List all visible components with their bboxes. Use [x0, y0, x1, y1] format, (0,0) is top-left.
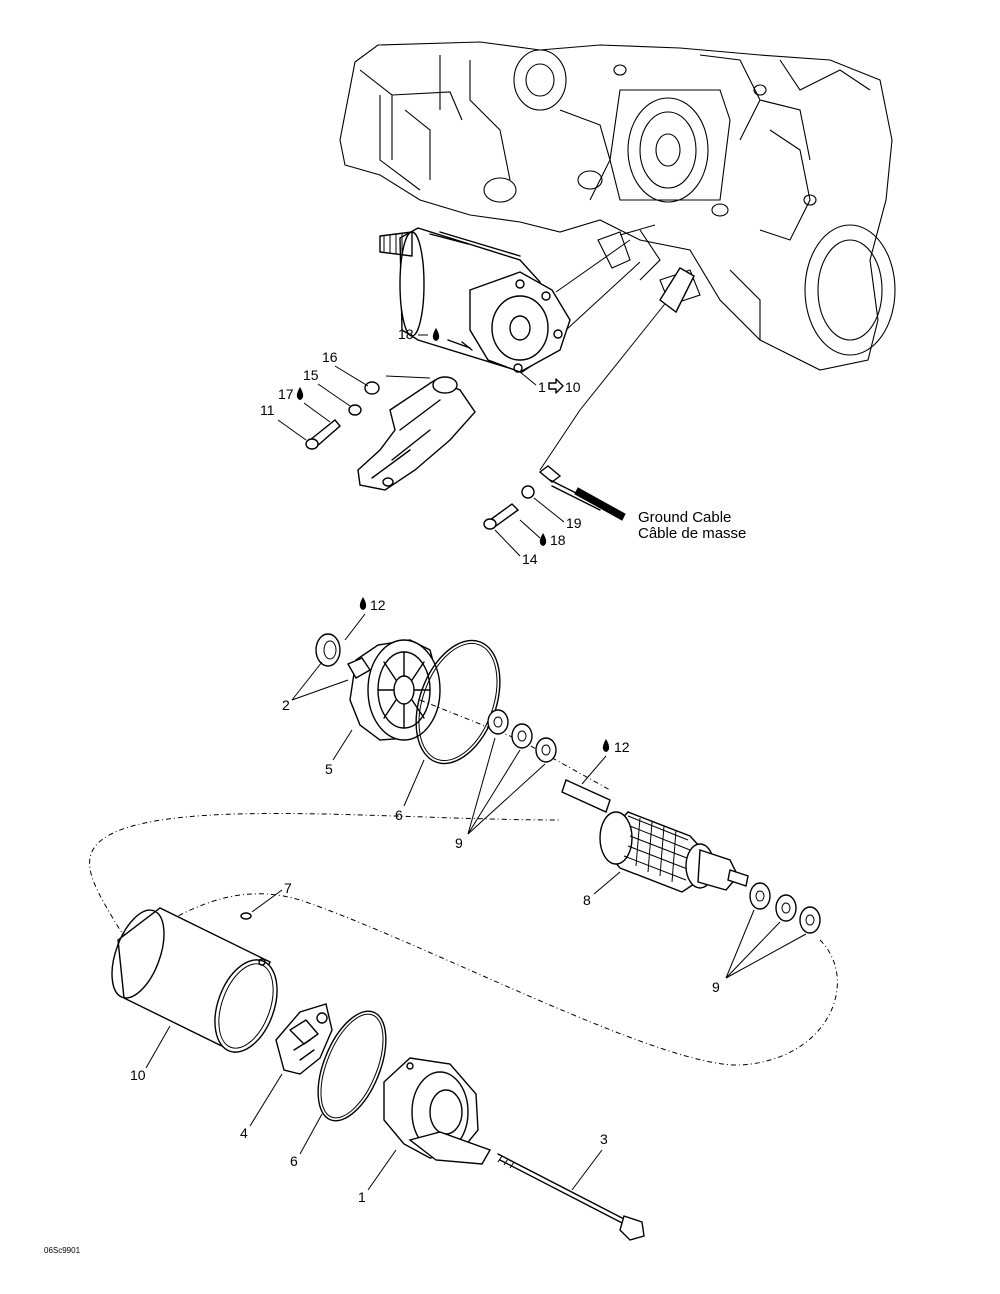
callout-6-top: 6: [395, 807, 403, 823]
callout-9-mid: 9: [455, 835, 463, 851]
callout-9-right: 9: [712, 979, 720, 995]
part-3-through-bolt: [497, 1153, 645, 1241]
callout-8: 8: [583, 892, 591, 908]
leader-9-right-a: [725, 909, 755, 979]
callout-14: 14: [522, 551, 538, 567]
leader-1-10: [519, 371, 537, 386]
part-2-oring: [315, 633, 341, 667]
callout-18-top: 18: [398, 326, 414, 342]
leader-10: [145, 1025, 171, 1069]
leader-6-top: [403, 759, 425, 807]
callout-15: 15: [303, 367, 319, 383]
leader-15: [317, 383, 351, 407]
leader-8: [593, 871, 621, 895]
callout-11: 11: [260, 402, 275, 418]
leader-19: [533, 497, 565, 523]
leader-6-bottom: [299, 1113, 323, 1155]
callout-6-bottom: 6: [290, 1153, 298, 1169]
part-16-lockwasher: [364, 381, 380, 395]
callout-1: 1: [358, 1189, 366, 1205]
leader-11: [277, 419, 307, 441]
part-4-brush-holder: [275, 1003, 333, 1075]
part-9-washers-right: [749, 882, 821, 934]
leader-5: [332, 729, 353, 761]
ground-cable-label-en: Ground Cable: [638, 509, 731, 526]
callout-16: 16: [322, 349, 338, 365]
leader-9-mid-b: [467, 749, 521, 835]
callout-7: 7: [284, 880, 292, 896]
drop-icon: [359, 596, 367, 610]
axis-line-top: [419, 699, 611, 791]
callout-2: 2: [282, 697, 290, 713]
leader-9-right-b: [725, 921, 781, 979]
callout-12-mid: 12: [614, 739, 630, 755]
leader-14: [494, 529, 521, 557]
leader-2a: [291, 661, 323, 701]
leader-17: [303, 402, 331, 423]
leader-12-mid: [581, 755, 607, 785]
callout-1-of-1-10: 1: [538, 379, 546, 395]
leader-12-top: [344, 613, 366, 641]
leader-18-bottom: [519, 519, 541, 539]
leader-16: [334, 365, 369, 387]
drop-icon: [296, 386, 304, 400]
leader-9-mid-c: [467, 763, 546, 835]
leader-3: [571, 1149, 603, 1191]
part-10-yoke-housing: [111, 907, 278, 1053]
drawing-code: 06Sc9901: [44, 1246, 81, 1255]
part-8-armature: [561, 779, 749, 893]
starter-assembly: [379, 224, 656, 373]
drop-icon: [432, 327, 440, 341]
leader-2b: [291, 679, 349, 701]
part-7-small-item: [240, 912, 252, 920]
leader-7: [251, 889, 283, 913]
callout-10: 10: [130, 1067, 146, 1083]
callout-5: 5: [325, 761, 333, 777]
group-outline-loop: [89, 812, 838, 1066]
leader-4: [249, 1073, 283, 1127]
part-11-bolt: [305, 419, 341, 450]
ground-cable-label-fr: Câble de masse: [638, 525, 746, 542]
part-15-washer: [348, 404, 362, 416]
leader-1: [367, 1149, 397, 1191]
part-5-drive-housing: [347, 639, 441, 741]
leader-9-mid-a: [467, 737, 496, 835]
callout-17: 17: [278, 386, 294, 402]
screw-18: [447, 339, 473, 351]
callout-3: 3: [600, 1131, 608, 1147]
ground-cable-assembly: [483, 267, 695, 530]
engine-block-outline: [339, 41, 896, 371]
callout-12-top: 12: [370, 597, 386, 613]
callout-19: 19: [566, 515, 582, 531]
part-6-oring-bottom: [317, 1010, 387, 1122]
callout-10-of-1-10: 10: [565, 379, 581, 395]
arrow-icon: [548, 378, 564, 394]
part-1-end-cover: [383, 1057, 492, 1165]
drop-icon: [602, 738, 610, 752]
drop-icon: [539, 532, 547, 546]
callout-18-bottom: 18: [550, 532, 566, 548]
leader-9-right-c: [725, 933, 807, 979]
callout-4: 4: [240, 1125, 248, 1141]
starter-support-bracket: [357, 375, 476, 491]
part-9-washers-mid: [487, 709, 557, 763]
